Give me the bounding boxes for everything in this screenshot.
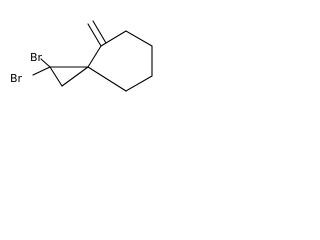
bond-cbr2-ch2 xyxy=(49,66,63,87)
bond-c6-spiro xyxy=(87,66,127,92)
bromine-lower-label: Br xyxy=(10,72,23,85)
cyclohexane-ring xyxy=(87,30,153,92)
bond-c5-c6 xyxy=(125,75,153,92)
double-bond-line-1 xyxy=(87,23,102,47)
bond-spiro-cexo xyxy=(87,45,102,68)
bond-cexo-c3 xyxy=(100,30,127,47)
bromine-upper-label: Br xyxy=(30,51,43,64)
bond-c-br-upper xyxy=(40,58,51,68)
bond-c-br-lower xyxy=(32,66,51,76)
molecule-diagram: Br Br xyxy=(10,20,153,92)
double-bond-line-2 xyxy=(92,20,107,44)
carbon-bromine-bonds xyxy=(32,58,51,76)
bond-ch2-spiro xyxy=(61,66,89,87)
methylene-double-bond xyxy=(87,20,107,47)
cyclopropane-ring xyxy=(49,66,89,87)
bond-c3-c4 xyxy=(125,30,153,47)
